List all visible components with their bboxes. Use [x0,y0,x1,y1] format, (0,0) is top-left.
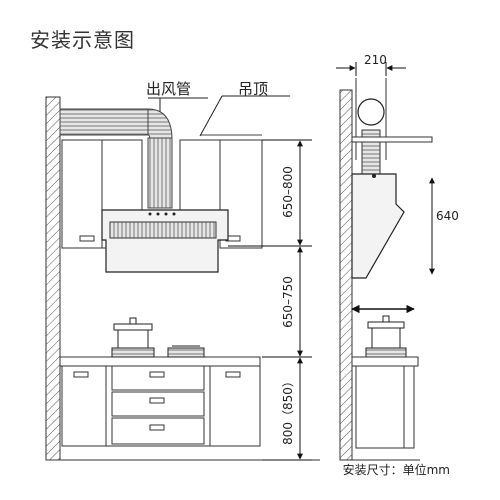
duct-label: 出风管 [146,80,192,98]
ceiling-label: 吊顶 [238,80,269,98]
base-cabinet-right [209,365,261,447]
front-view: 650–800 650–750 800（850） [45,95,320,461]
dim-duct-width: 210 [364,53,387,67]
side-view: 210 640 [336,53,459,461]
side-base-cabinet [355,365,415,449]
wall-cabinet-left [61,139,103,249]
cabinet-handle [79,235,95,242]
wall-cabinet-right [219,139,263,249]
dim-side-height: 640 [436,209,459,223]
right-wall [339,89,353,461]
left-wall [45,96,61,461]
drawer-2 [111,391,205,417]
duct-vertical [147,137,173,209]
dim-stove-gap: 650–750 [281,276,295,328]
pot [111,317,155,358]
ceiling-leader [199,95,223,137]
drawer-1 [111,365,205,391]
diagram-title: 安装示意图 [30,28,135,52]
duct-bend [147,108,173,141]
units-note: 安装尺寸：单位mm [342,463,450,477]
dim-hood-height: 650–800 [281,166,295,218]
hood-body [101,209,229,273]
dimension-lines [228,139,312,461]
base-cabinet-left [61,365,107,447]
duct-section [357,98,385,126]
duct-horizontal [59,108,149,136]
drawer-3 [111,417,205,445]
worktop [59,356,261,367]
dim-counter-height: 800（850） [281,375,295,445]
hood-side [351,173,405,279]
burner [167,345,205,358]
